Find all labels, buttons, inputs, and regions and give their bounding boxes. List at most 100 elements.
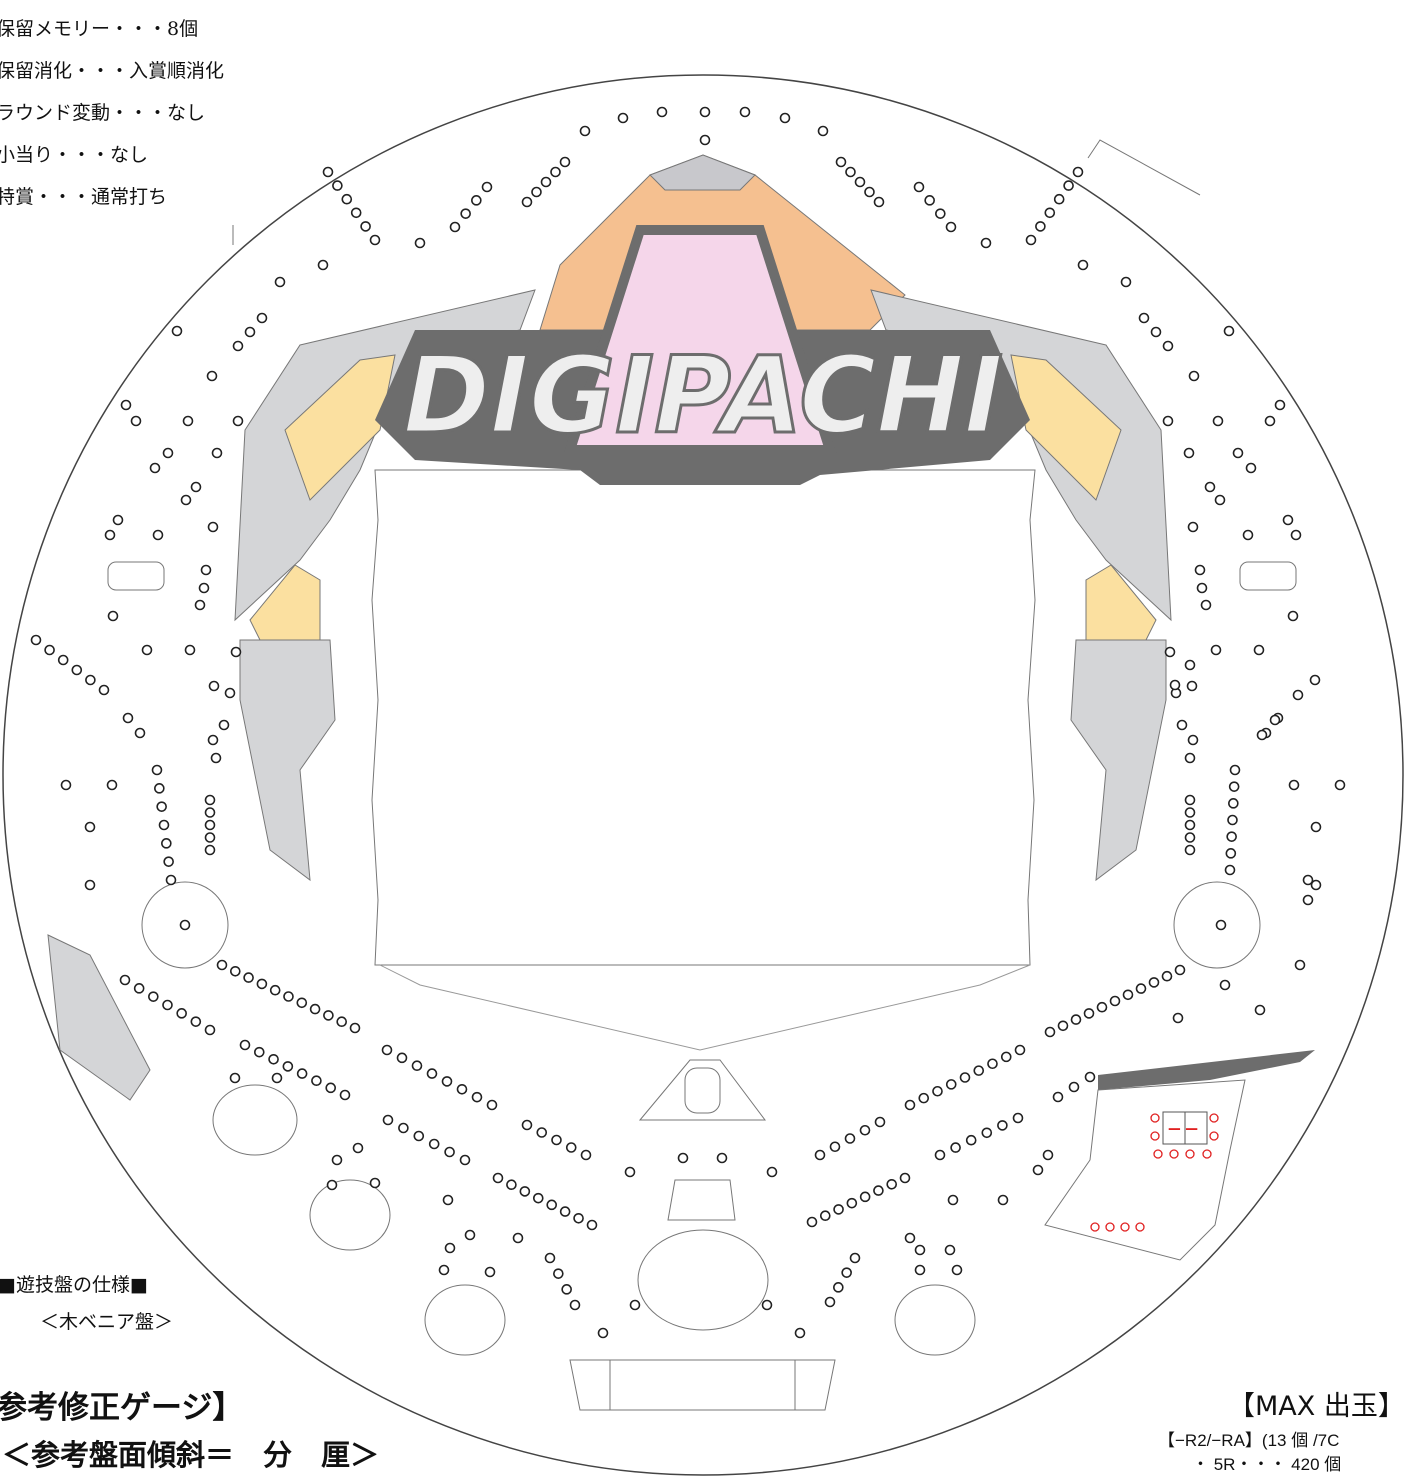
nail [268,1053,279,1065]
nail [204,844,216,856]
nail [71,664,83,676]
nail [1253,644,1265,656]
nail [1184,844,1196,856]
nail [1212,415,1224,427]
nail [716,1152,728,1164]
nail [309,1003,321,1015]
display-digits: −− [1168,1117,1203,1142]
nail [1184,659,1196,671]
red-indicator-hole [1209,1113,1219,1123]
left-pocket-1 [212,1084,298,1156]
nail [122,712,134,724]
nail [617,112,629,124]
nail [112,514,124,526]
nail [997,1194,1009,1206]
nail [1135,983,1147,994]
nail [1063,180,1074,191]
out-hole-inner [609,1359,796,1411]
nail [624,1166,636,1178]
nail [154,783,165,794]
spec-special-prize: 特賞・・・通常打ち [0,186,168,208]
nail [779,112,791,124]
nail [512,1232,524,1244]
nail [229,1072,241,1084]
nail [1227,814,1238,826]
red-indicator-hole [1150,1131,1160,1141]
nail [171,325,183,337]
nail [464,1229,476,1241]
nail [210,752,222,764]
nail [119,974,131,986]
nail [84,821,96,833]
nail [1162,340,1174,352]
nail [204,807,216,818]
nail [519,1186,531,1197]
nail [873,196,885,208]
nail [158,819,170,831]
nail [190,1016,202,1027]
nail [282,1061,294,1072]
nail [1210,644,1222,656]
nail [1223,325,1235,337]
nail [1186,680,1198,692]
nail [398,1122,409,1134]
nail [438,1264,450,1276]
nail [271,1072,283,1084]
nail [442,1194,454,1206]
nail [918,1092,930,1104]
nail [965,1134,977,1146]
nail [699,106,711,118]
nail [311,1075,322,1087]
nail [283,991,294,1002]
nail [134,727,146,739]
nail [1288,779,1300,791]
board-outline [2,74,1404,1476]
nail [559,156,571,168]
nail [444,1242,456,1254]
crown-top [649,154,756,191]
nail [44,644,55,656]
nail [1138,312,1150,324]
red-indicator-holes [1090,1113,1219,1232]
nail [444,1146,455,1158]
nail [182,415,194,427]
nail [835,156,847,168]
nail [886,1178,898,1190]
nail [1053,193,1065,205]
nail [176,1008,187,1019]
right-rail [1087,139,1201,196]
nail [133,983,145,994]
nail [981,1127,993,1139]
nail [849,1252,861,1264]
nail [1310,879,1322,891]
nail [932,1085,943,1097]
nail [331,1154,343,1166]
right-lower-wing [1070,639,1167,882]
nail [141,644,153,656]
nail [506,1179,517,1191]
nail [833,1204,844,1215]
nail [350,207,362,219]
board-spec-title: ■遊技盤の仕様■ [0,1274,148,1296]
nail [1068,1081,1080,1093]
nail [341,193,353,205]
nail [413,1130,425,1142]
nail [1269,714,1281,726]
nail [1184,832,1196,843]
right-wing [870,289,1172,622]
nail [824,1296,836,1308]
nail [224,687,236,699]
nail [1150,326,1162,338]
nail [914,1264,926,1276]
nail [1292,689,1304,701]
red-indicator-hole [1153,1149,1163,1159]
nail [864,186,875,198]
left-pocket-3 [424,1284,506,1356]
nail [243,972,254,983]
nail [1232,447,1244,459]
nail [934,1149,946,1161]
nail [30,634,42,646]
spec-round-variation: ラウンド変動・・・なし [0,102,206,124]
nail [1044,1026,1056,1038]
nail [336,1016,348,1028]
